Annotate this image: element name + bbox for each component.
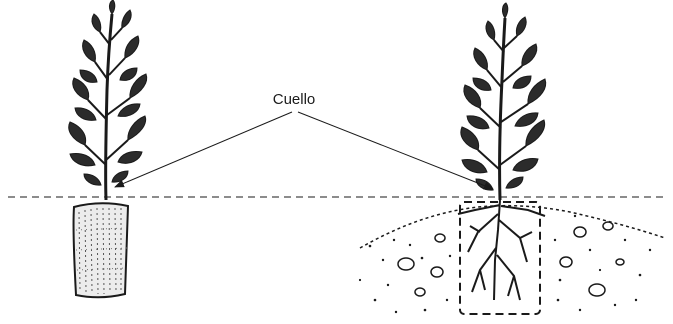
soil-mound [359,204,666,249]
container-root-ball [72,202,130,299]
arrow-to-left-collar [114,111,293,188]
left-plant-group [68,0,148,299]
right-plant-stem [498,17,507,201]
right-plant-group [358,2,666,315]
collar-annotation: Cuello [114,91,494,190]
collar-label: Cuello [273,91,316,108]
left-plant-foliage [68,0,148,186]
planting-hole [459,201,541,315]
root-system [457,199,546,301]
left-plant-stem [104,13,114,201]
soil-particles [358,214,652,314]
soil-stones [397,221,625,297]
arrow-to-right-collar [297,111,494,190]
